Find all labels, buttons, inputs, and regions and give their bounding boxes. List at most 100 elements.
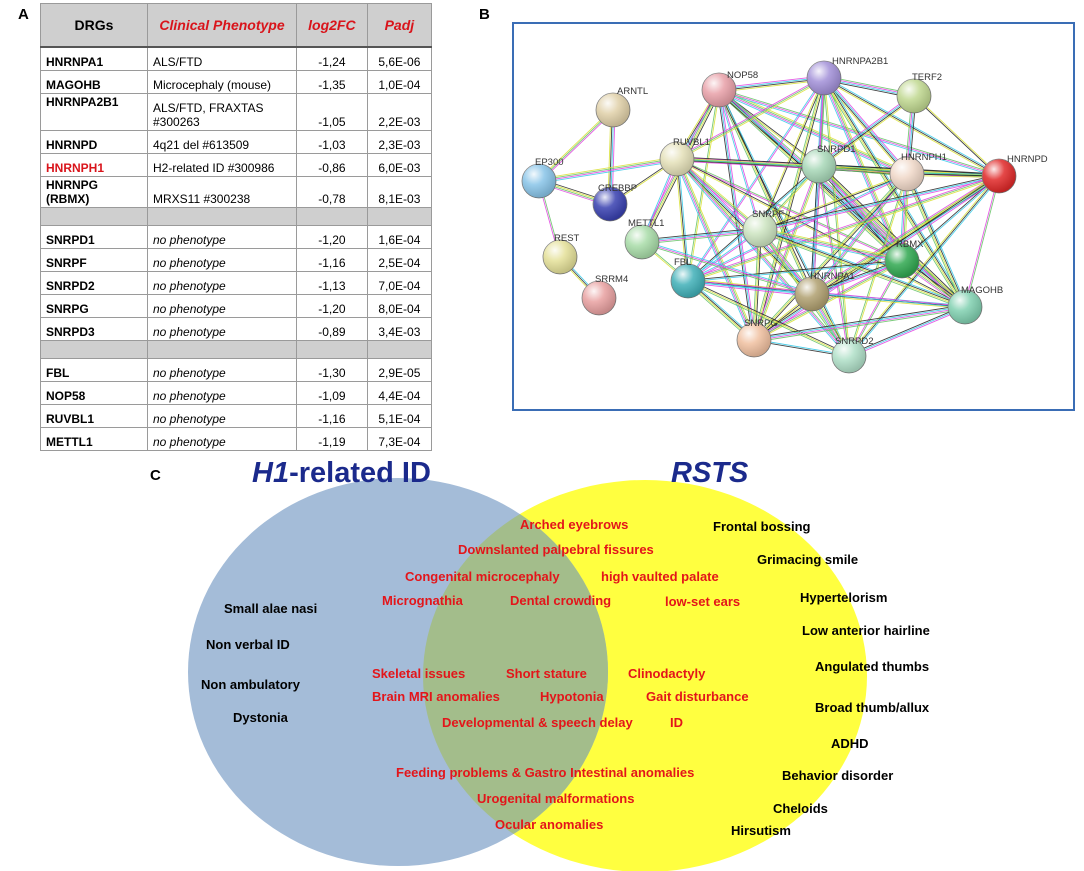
gene-cell: METTL1	[40, 427, 148, 451]
network-edge	[902, 176, 1000, 262]
venn-title-right: RSTS	[671, 457, 749, 489]
gene-cell: SNRPD1	[40, 225, 148, 249]
network-node-label: SNRPG	[744, 318, 778, 329]
phenotype-cell: no phenotype	[147, 271, 297, 295]
network-edge	[641, 227, 760, 241]
network-edge	[687, 259, 902, 281]
network-edge	[753, 165, 820, 341]
phenotype-cell: H2-related ID #300986	[147, 153, 297, 177]
network-node-shine	[671, 264, 705, 298]
padj-cell: 7,0E-04	[366, 271, 433, 295]
network-node-label: MAGOHB	[961, 285, 1003, 296]
network-edge	[819, 165, 851, 356]
network-edge	[812, 174, 909, 296]
table-row: METTL1 no phenotype -1,19 7,3E-04	[40, 427, 433, 451]
network-edge	[676, 159, 902, 263]
network-edge	[641, 242, 812, 296]
network-edge	[811, 294, 965, 309]
network-edge	[849, 261, 904, 357]
network-node: NOP58	[701, 70, 758, 108]
table-separator	[40, 207, 433, 226]
network-node-shine	[737, 323, 771, 357]
gene-cell-highlighted: HNRNPH1	[40, 153, 148, 177]
network-edge	[642, 230, 761, 244]
network-edge	[687, 77, 824, 281]
network-edge	[823, 78, 907, 175]
venn-item: Micrognathia	[382, 593, 464, 608]
phenotype-cell: no phenotype	[147, 381, 297, 405]
network-node: SNRPD2	[831, 336, 874, 374]
network-edge	[811, 173, 908, 295]
log2fc-cell: -1,24	[296, 46, 368, 71]
network-node-shine	[795, 277, 829, 311]
log2fc-cell: -0,78	[296, 176, 368, 208]
network-node-shine	[543, 240, 577, 274]
network-edge	[759, 174, 999, 230]
network-edge	[754, 177, 1001, 343]
network-node-shine	[948, 290, 982, 324]
network-node-label: CREBBP	[598, 183, 637, 194]
network-edge	[688, 261, 903, 283]
network-edge	[824, 77, 851, 356]
network-edge	[847, 174, 999, 356]
network-node: HNRNPA1	[794, 271, 855, 312]
network-edge	[676, 158, 761, 231]
venn-item: low-set ears	[665, 594, 740, 609]
venn-title-left: H1-related ID	[252, 457, 431, 489]
network-edge	[848, 305, 965, 356]
network-node-shine	[596, 93, 630, 127]
network-node: HNRNPH1	[889, 152, 947, 192]
padj-cell: 6,0E-03	[366, 153, 433, 177]
gene-cell: SNRPD3	[40, 317, 148, 341]
venn-item: Hirsutism	[731, 823, 791, 838]
log2fc-cell: -1,16	[296, 248, 368, 272]
network-edge	[759, 230, 965, 309]
venn-item: Gait disturbance	[646, 689, 749, 704]
phenotype-cell: ALS/FTD, FRAXTAS #300263	[147, 93, 297, 131]
network-node: SNRPF	[742, 209, 784, 248]
network-node: FBL	[670, 257, 706, 299]
padj-cell: 2,9E-05	[366, 358, 433, 382]
network-edge	[688, 279, 850, 356]
network-node: RBMX	[884, 239, 924, 279]
venn-item: ADHD	[831, 736, 869, 751]
network-edge	[759, 172, 907, 230]
network-edge	[677, 157, 762, 230]
network-edge	[641, 228, 760, 242]
log2fc-cell: -1,30	[296, 358, 368, 382]
network-node: SNRPG	[736, 318, 778, 358]
network-edge	[759, 175, 1000, 231]
network-edge	[687, 282, 812, 297]
venn-item: Urogenital malformations	[477, 791, 634, 806]
header-drgs: DRGs	[40, 3, 148, 48]
phenotype-cell: no phenotype	[147, 317, 297, 341]
network-node: CREBBP	[592, 183, 637, 222]
network-node: MAGOHB	[947, 285, 1003, 325]
network-edge	[754, 308, 966, 343]
venn-item: Behavior disorder	[782, 768, 893, 783]
network-edge	[754, 307, 966, 342]
table-row: HNRNPA2B1 ALS/FTD, FRAXTAS #300263 -1,05…	[40, 93, 433, 131]
network-edge	[760, 174, 908, 232]
venn-item: Non ambulatory	[201, 677, 301, 692]
network-edge	[904, 174, 964, 309]
network-edge	[687, 281, 849, 358]
network-node-shine	[625, 225, 659, 259]
network-node-shine	[897, 79, 931, 113]
network-edge	[848, 175, 1000, 357]
table-row: RUVBL1 no phenotype -1,16 5,1E-04	[40, 404, 433, 428]
network-node: METTL1	[624, 218, 664, 260]
network-edge	[810, 165, 819, 294]
network-edge	[675, 159, 688, 282]
network-node: SRRM4	[581, 274, 628, 316]
table-row: HNRNPH1 H2-related ID #300986 -0,86 6,0E…	[40, 153, 433, 177]
network-edge	[758, 77, 824, 230]
network-edge	[913, 96, 999, 177]
network-edge	[718, 76, 824, 90]
gene-cell: HNRNPA1	[40, 46, 148, 71]
network-edge	[810, 172, 907, 294]
venn-item: Hypotonia	[540, 689, 604, 704]
header-log2fc: log2FC	[296, 3, 368, 48]
network-node: HNRNPD	[981, 154, 1048, 194]
